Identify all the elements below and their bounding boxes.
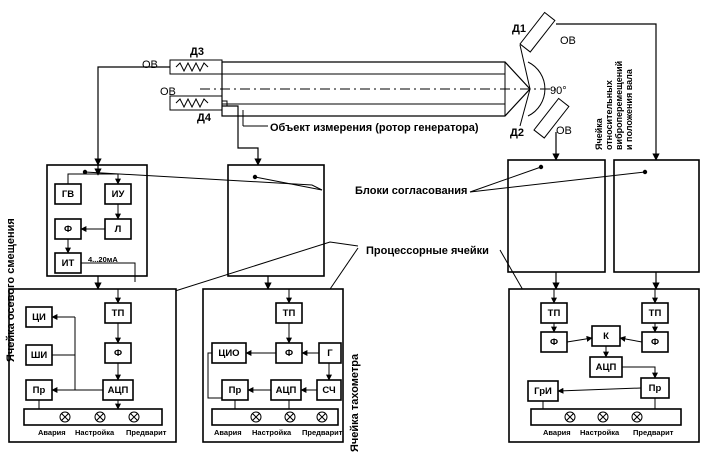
current-range: 4...20мА bbox=[88, 255, 118, 264]
block-it: ИТ bbox=[62, 258, 75, 269]
object-label: Объект измерения (ротор генератора) bbox=[270, 122, 479, 134]
cell-tacho-label: Ячейка тахометра bbox=[349, 353, 361, 452]
lamp-icon bbox=[250, 411, 328, 423]
matching-block-axial: ГВ ИУ Ф Л ИТ 4...20мА bbox=[46, 164, 148, 282]
lamp-icon bbox=[564, 411, 643, 423]
block-pr: Пр bbox=[229, 385, 242, 396]
processor-cell-vibration: ТП ТП Ф К Ф АЦП ГрИ Пр Авария Настройка … bbox=[508, 288, 700, 443]
alarm-label: Авария bbox=[214, 428, 242, 437]
block-pr: Пр bbox=[33, 385, 46, 396]
block-iu: ИУ bbox=[112, 189, 125, 200]
svg-text:виброперемещений: виброперемещений bbox=[614, 61, 624, 150]
block-tp: ТП bbox=[112, 308, 125, 319]
matching-block-tacho bbox=[227, 164, 325, 277]
sensor-d1-label: Д1 bbox=[512, 23, 526, 35]
block-adc: АЦП bbox=[276, 385, 297, 396]
lamp-icon bbox=[59, 411, 140, 423]
rotor bbox=[200, 44, 560, 127]
sensor-d2: Д2 ОВ bbox=[510, 97, 572, 139]
sensor-d3-ov: ОВ bbox=[142, 59, 158, 71]
block-adc: АЦП bbox=[596, 362, 617, 373]
block-sch: СЧ bbox=[322, 385, 336, 396]
block-tp-1: ТП bbox=[548, 308, 561, 319]
block-shi: ШИ bbox=[31, 350, 48, 361]
sensor-d3: Д3 ОВ bbox=[142, 46, 223, 75]
processor-cell-tacho: ТП ЦИО Ф Г Пр АЦП СЧ Авария Настройка Пр… bbox=[202, 288, 344, 443]
setup-label: Настройка bbox=[75, 428, 115, 437]
matching-block-vib-2 bbox=[613, 159, 700, 273]
block-tp: ТП bbox=[283, 308, 296, 319]
sensor-d3-label: Д3 bbox=[190, 46, 204, 58]
alarm-label: Авария bbox=[38, 428, 66, 437]
block-tsi: ЦИ bbox=[32, 312, 46, 323]
block-f-1: Ф bbox=[550, 337, 558, 348]
block-l: Л bbox=[115, 224, 122, 235]
alarm-label: Авария bbox=[543, 428, 571, 437]
setup-label: Настройка bbox=[580, 428, 620, 437]
warning-label: Предварит bbox=[633, 428, 674, 437]
block-f-2: Ф bbox=[651, 337, 659, 348]
block-f: Ф bbox=[285, 348, 293, 359]
block-f: Ф bbox=[64, 224, 72, 235]
sensor-d1: Д1 ОВ bbox=[512, 11, 576, 53]
sensor-d4-label: Д4 bbox=[197, 112, 212, 124]
block-gv: ГВ bbox=[62, 189, 74, 200]
sensor-d1-ov: ОВ bbox=[560, 35, 576, 47]
sensor-d4-ov: ОВ bbox=[160, 86, 176, 98]
warning-label: Предварит bbox=[126, 428, 167, 437]
block-tp-2: ТП bbox=[649, 308, 662, 319]
cell-axial-label: Ячейка осевого смещения bbox=[5, 218, 17, 362]
block-f: Ф bbox=[114, 348, 122, 359]
svg-text:Ячейка: Ячейка bbox=[594, 117, 604, 150]
matching-label: Блоки согласования bbox=[355, 185, 467, 197]
sensor-d2-ov: ОВ bbox=[556, 125, 572, 137]
warning-label: Предварит bbox=[302, 428, 343, 437]
processor-label: Процессорные ячейки bbox=[366, 245, 489, 257]
block-k: К bbox=[603, 331, 609, 342]
matching-block-vib-1 bbox=[507, 159, 606, 273]
sensor-d2-label: Д2 bbox=[510, 127, 524, 139]
block-adc: АЦП bbox=[108, 385, 129, 396]
block-gri: ГрИ bbox=[534, 386, 552, 397]
angle-label: 90° bbox=[550, 85, 567, 97]
svg-text:относительных: относительных bbox=[604, 80, 614, 150]
sensor-d4: Д4 ОВ bbox=[160, 86, 223, 124]
svg-text:и положения вала: и положения вала bbox=[624, 68, 634, 150]
block-tsio: ЦИО bbox=[218, 348, 239, 359]
block-g: Г bbox=[327, 348, 333, 359]
block-pr: Пр bbox=[649, 383, 662, 394]
processor-cell-axial: ЦИ ТП ШИ Ф Пр АЦП Авария Настройка Предв… bbox=[8, 288, 177, 443]
setup-label: Настройка bbox=[252, 428, 292, 437]
cell-vibration-label: Ячейка относительных виброперемещений и … bbox=[594, 61, 634, 150]
